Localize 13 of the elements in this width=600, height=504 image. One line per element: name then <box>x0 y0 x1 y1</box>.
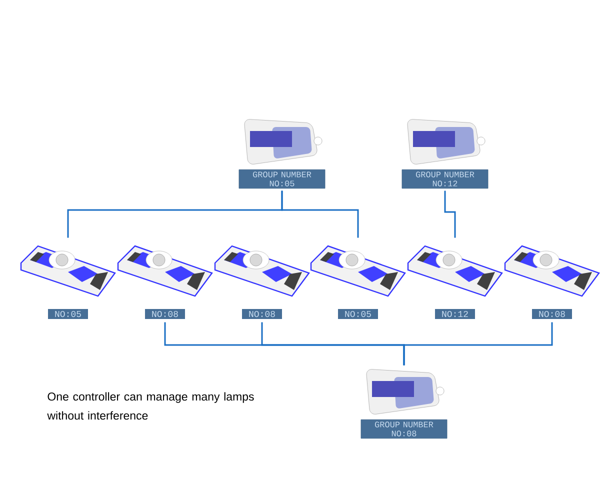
number-label: NO:12 <box>435 308 475 320</box>
number-label: NO:05 <box>338 308 378 320</box>
number-label: NO:08 <box>242 308 282 320</box>
number-label: NO:08 <box>145 308 185 320</box>
note-text: One controller can manage many lamps without interference <box>47 392 254 420</box>
number-label: NO:05 <box>48 308 88 320</box>
display-label: GROUP NUMBER NO:12 <box>402 169 488 189</box>
display-label: GROUP NUMBER NO:05 <box>238 169 326 189</box>
connector-line <box>444 190 456 238</box>
connector-line <box>403 322 553 366</box>
number-label: NO:08 <box>532 308 572 320</box>
connector-line <box>281 190 359 238</box>
display-label: GROUP NUMBER NO:08 <box>360 419 448 439</box>
